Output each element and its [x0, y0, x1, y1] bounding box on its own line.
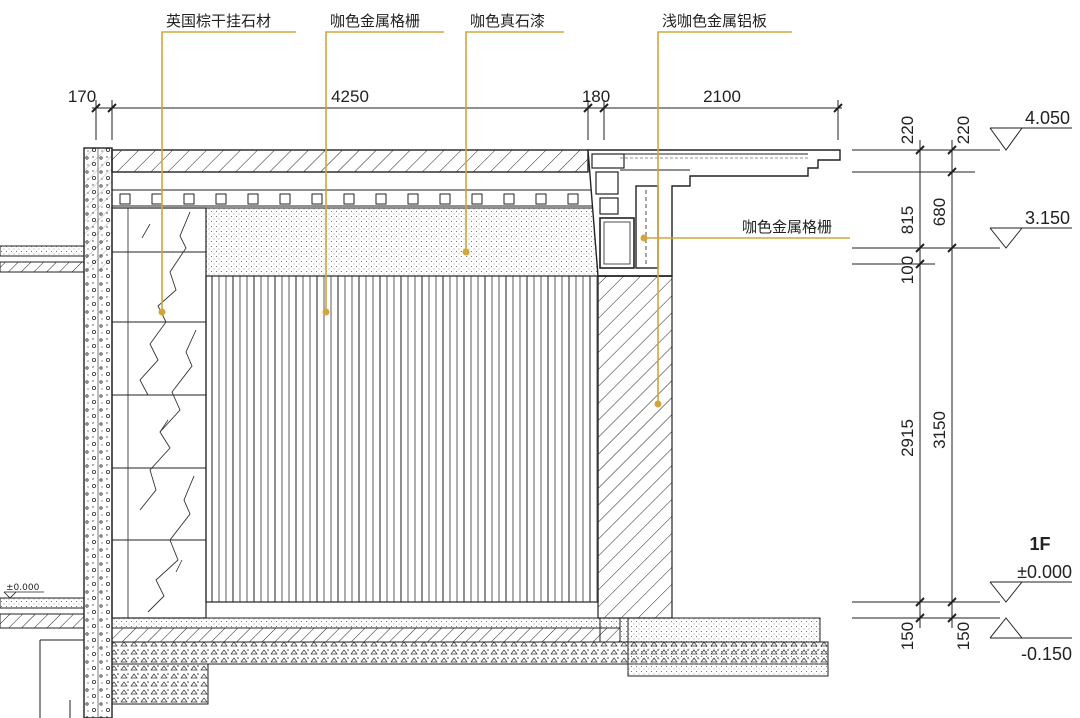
dim-4250: 4250: [331, 87, 369, 106]
dim-680: 680: [930, 198, 949, 226]
canopy-detail: [587, 149, 841, 277]
left-elevation-0000: ±0.000: [6, 583, 40, 593]
top-dimension-chain: [91, 100, 843, 140]
label-stone-cladding: 英国棕干挂石材: [166, 12, 271, 30]
elevation-markers: [989, 127, 1072, 639]
dim-2915: 2915: [898, 419, 917, 457]
elevation-4050: 4.050: [1025, 108, 1070, 128]
left-elevation-marker: [3, 591, 44, 599]
dim-150-a: 150: [898, 622, 917, 650]
dim-220-b: 220: [954, 116, 973, 144]
elevation-0000: ±0.000: [1017, 562, 1072, 582]
elevation-minus-0150: -0.150: [1021, 644, 1072, 664]
right-wall: [597, 275, 673, 619]
dim-2100: 2100: [703, 87, 741, 106]
label-metal-grille: 咖色金属格栅: [330, 12, 420, 30]
roof-slab: [111, 149, 598, 207]
floor-construction: [98, 617, 829, 718]
label-aluminum-panel: 浅咖色金属铝板: [662, 12, 767, 30]
dim-100: 100: [898, 256, 917, 284]
metal-grille-field: [205, 275, 599, 619]
label-stone-paint: 咖色真石漆: [470, 12, 545, 30]
dim-220-a: 220: [898, 116, 917, 144]
dim-170: 170: [68, 87, 96, 106]
stone-cladding-band: [111, 207, 207, 619]
elevation-3150: 3.150: [1025, 208, 1070, 228]
floor-label-1f: 1F: [1029, 534, 1050, 554]
stone-paint-band: [205, 207, 599, 277]
dim-150-b: 150: [954, 622, 973, 650]
left-structure: [0, 147, 113, 718]
label-metal-grille-side: 咖色金属格栅: [742, 218, 832, 236]
leader-lines: [161, 31, 850, 404]
right-dimension-chains: [852, 140, 1000, 628]
dim-180: 180: [582, 87, 610, 106]
leader-dots: [158, 234, 662, 408]
dim-3150: 3150: [930, 411, 949, 449]
dim-815: 815: [898, 206, 917, 234]
